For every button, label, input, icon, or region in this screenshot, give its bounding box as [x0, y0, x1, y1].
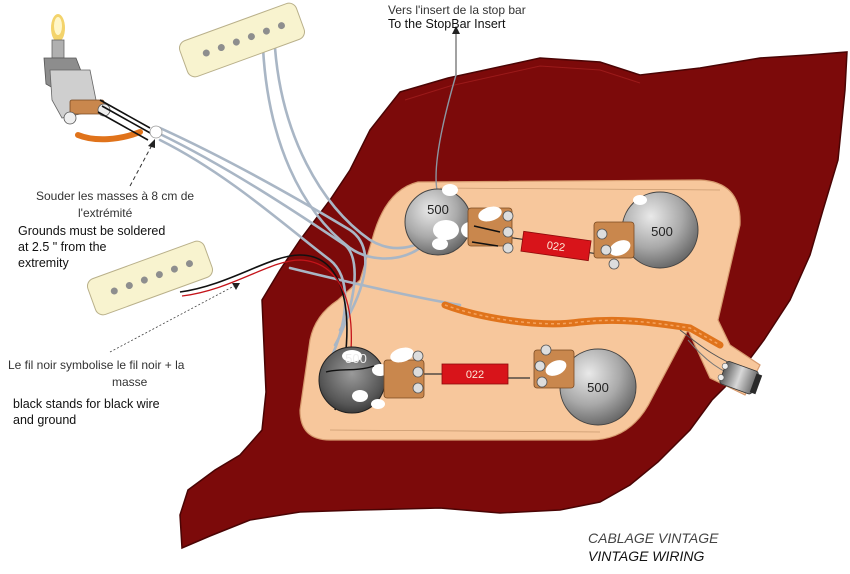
title-fr: CABLAGE VINTAGE: [588, 530, 719, 546]
blackwire-label-fr-2: masse: [112, 375, 148, 389]
blackwire-arrowhead: [232, 283, 240, 290]
blackwire-label-fr-1: Le fil noir symbolise le fil noir + la: [8, 358, 185, 372]
top-cap-value: 022: [546, 240, 566, 254]
bridge-pickup: [86, 240, 214, 316]
ground-arrow-line: [129, 144, 153, 187]
stopbar-arrowhead: [452, 26, 460, 34]
blackwire-label-en-2: and ground: [13, 413, 77, 427]
pot-top-left: 500: [404, 184, 514, 256]
pot-bottom-right-value: 500: [587, 380, 609, 395]
pot-top-right: 500: [593, 191, 699, 270]
ground-label-fr-2: l'extrémité: [78, 206, 133, 220]
toggle-switch: [43, 14, 163, 143]
pot-top-left-value: 500: [427, 202, 449, 217]
cavity-guide-line: [329, 429, 601, 433]
title-en: VINTAGE WIRING: [588, 548, 705, 564]
pot-bottom-left-value: 500: [345, 351, 367, 366]
stopbar-label-fr: Vers l'insert de la stop bar: [388, 3, 526, 17]
neck-pickup: [178, 2, 306, 78]
pot-bottom-right: 500: [533, 344, 637, 426]
ground-label-en-2: at 2.5 " from the: [18, 240, 107, 254]
stopbar-label-en: To the StopBar Insert: [388, 17, 506, 31]
output-jack: [717, 361, 763, 395]
pickup-wires: [158, 46, 462, 362]
pot-top-right-value: 500: [651, 224, 673, 239]
body-highlight: [404, 65, 641, 101]
ground-arrowhead: [148, 139, 155, 148]
cavity-guide-line: [439, 187, 721, 191]
pot-bottom-left: 500: [318, 346, 425, 414]
bottom-capacitor: 022: [420, 363, 530, 385]
ground-label-fr-1: Souder les masses à 8 cm de: [36, 189, 195, 203]
bottom-cap-value: 022: [466, 369, 484, 381]
ground-label-en-3: extremity: [18, 256, 69, 270]
ground-label-en-1: Grounds must be soldered: [18, 224, 166, 238]
braided-output-wire: [441, 301, 724, 349]
blackwire-label-en-1: black stands for black wire: [13, 397, 160, 411]
